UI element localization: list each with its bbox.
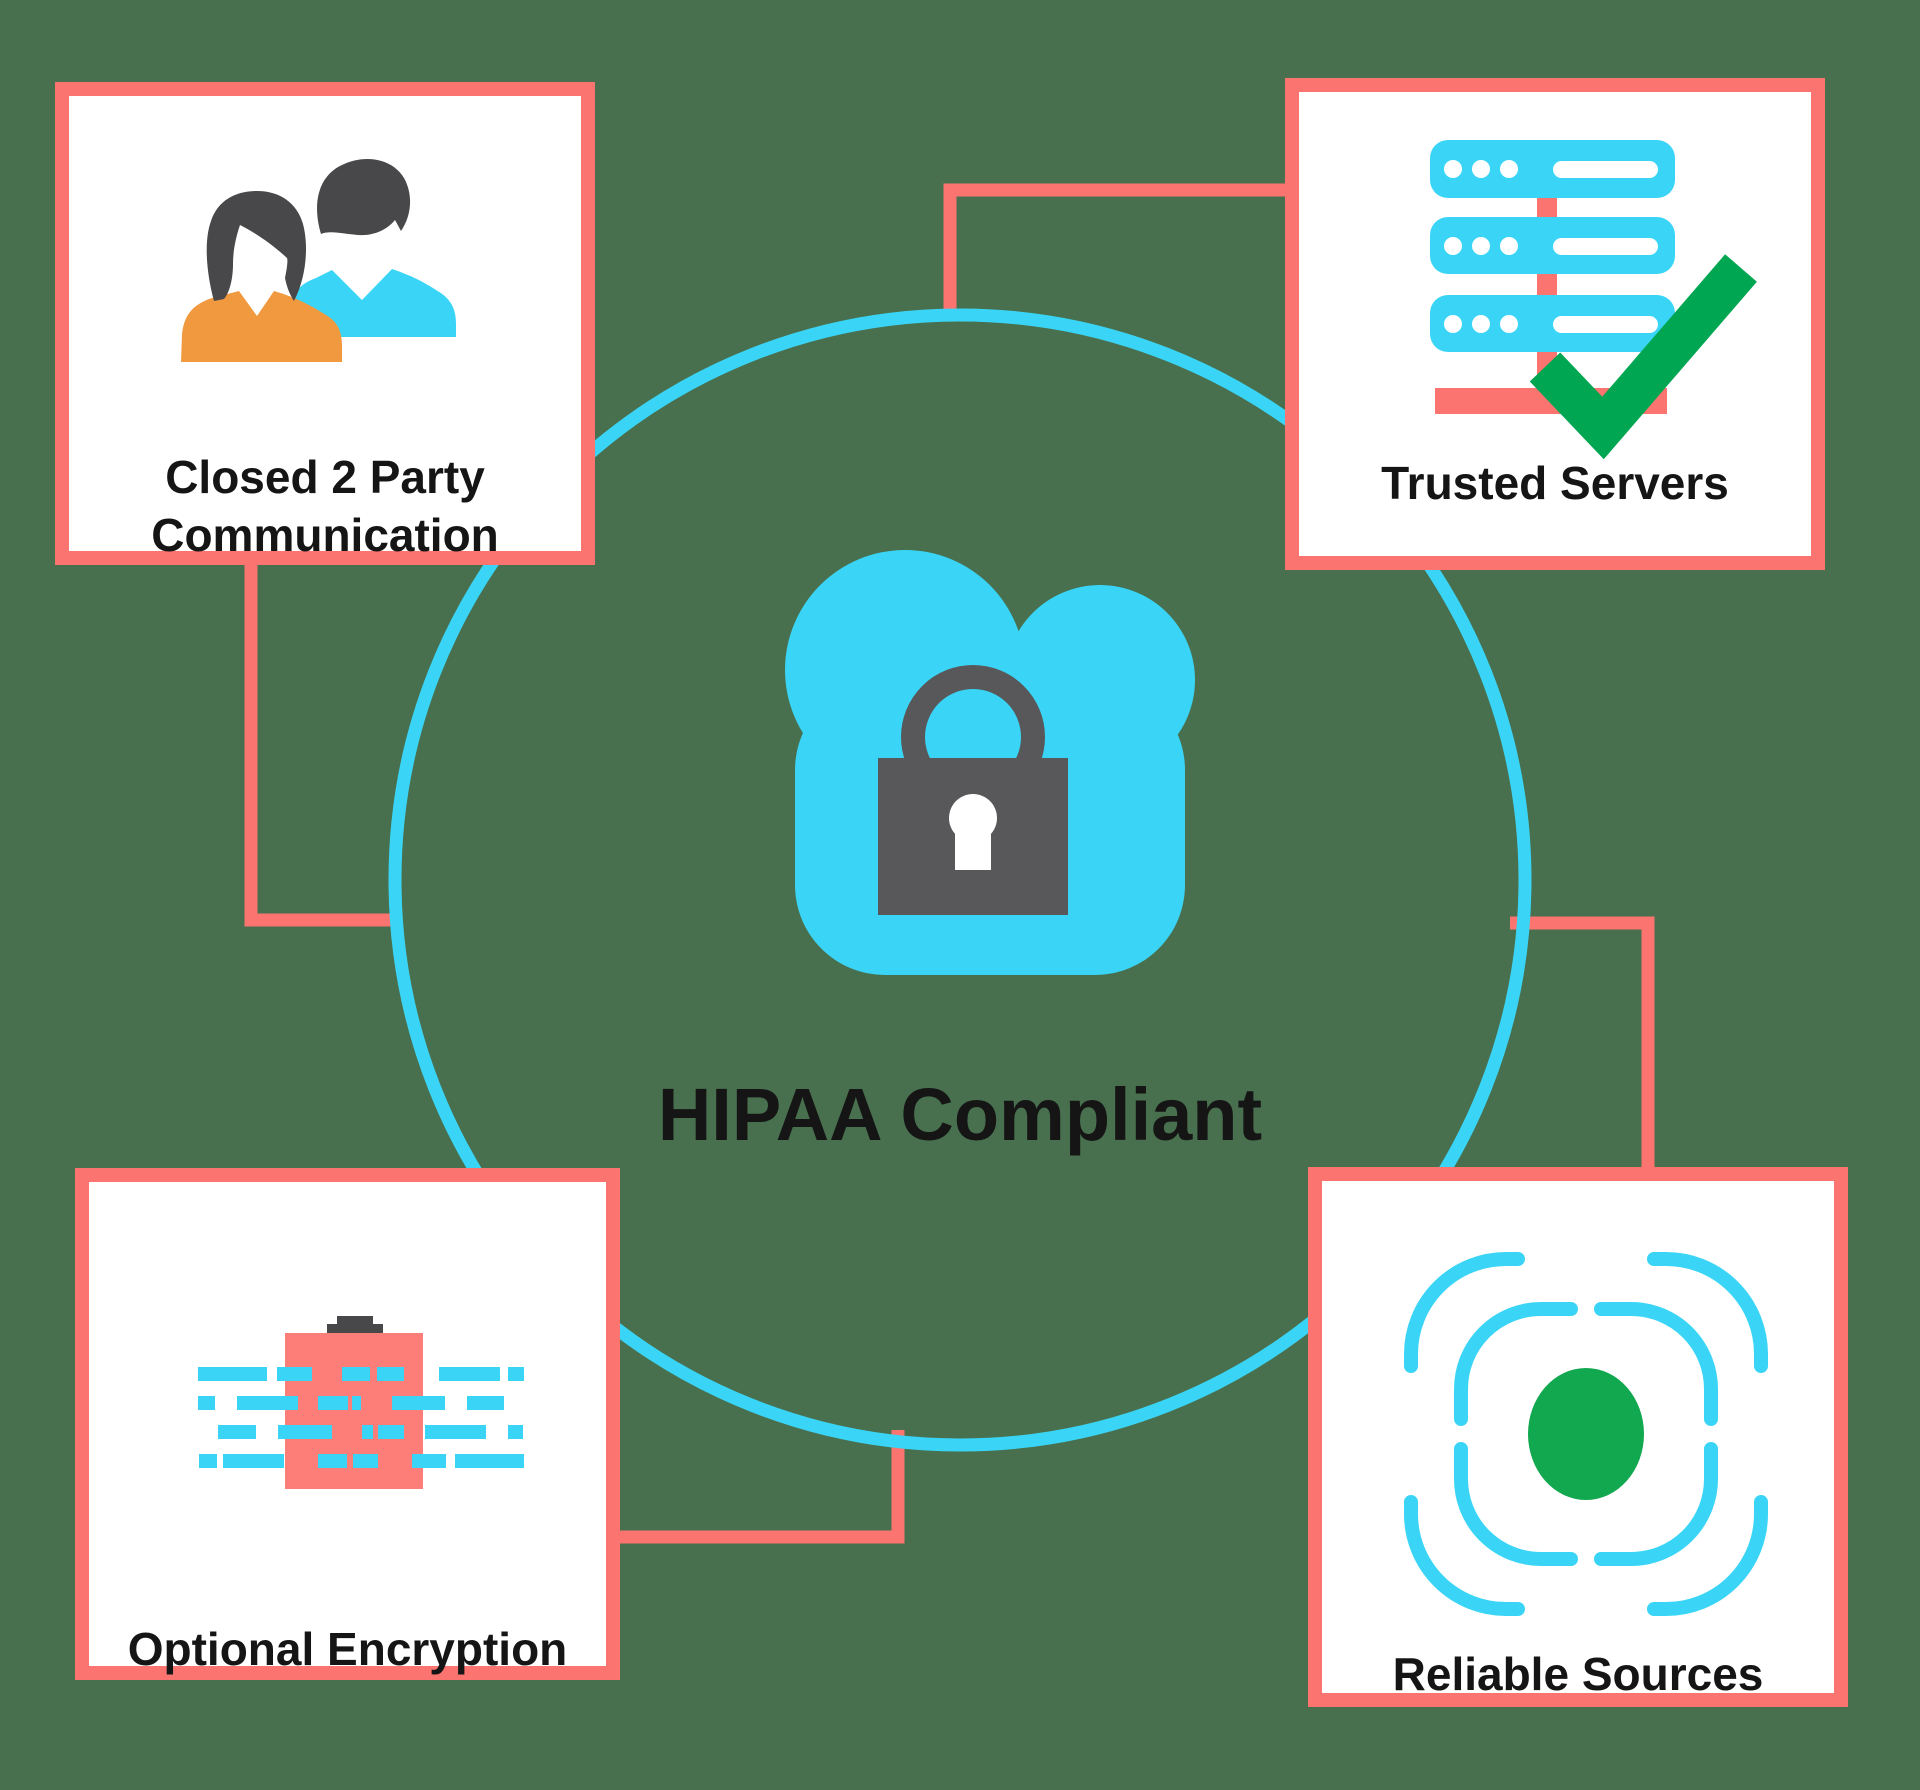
- node-label-closed-2-party: Closed 2 Party Communication: [69, 448, 581, 564]
- node-label-reliable-sources: Reliable Sources: [1392, 1648, 1764, 1700]
- connector-top-right: [943, 183, 1296, 320]
- keyhole-stem: [955, 830, 991, 870]
- cloud-icon: [785, 550, 1195, 975]
- node-label-line2: Communication: [151, 509, 499, 561]
- connector-top-left: [244, 556, 400, 927]
- cloud-padlock-icon: [785, 550, 1195, 975]
- connector-bottom-left: [605, 1430, 905, 1544]
- padlock-icon: [878, 665, 1068, 915]
- keyhole-icon: [949, 794, 997, 842]
- node-label-optional-encryption: Optional Encryption: [127, 1623, 568, 1675]
- padlock-body: [878, 758, 1068, 915]
- node-optional-encryption: Optional Encryption: [75, 1168, 620, 1680]
- padlock-shackle: [901, 665, 1045, 809]
- center-label: HIPAA Compliant: [657, 1073, 1263, 1156]
- node-reliable-sources: Reliable Sources: [1308, 1167, 1848, 1707]
- node-label-trusted-servers: Trusted Servers: [1381, 457, 1729, 509]
- node-closed-2-party-communication: Closed 2 Party Communication: [55, 82, 595, 565]
- connector-bottom-right: [1510, 916, 1655, 1178]
- node-trusted-servers: Trusted Servers: [1285, 78, 1825, 570]
- node-label-line1: Closed 2 Party: [165, 451, 485, 503]
